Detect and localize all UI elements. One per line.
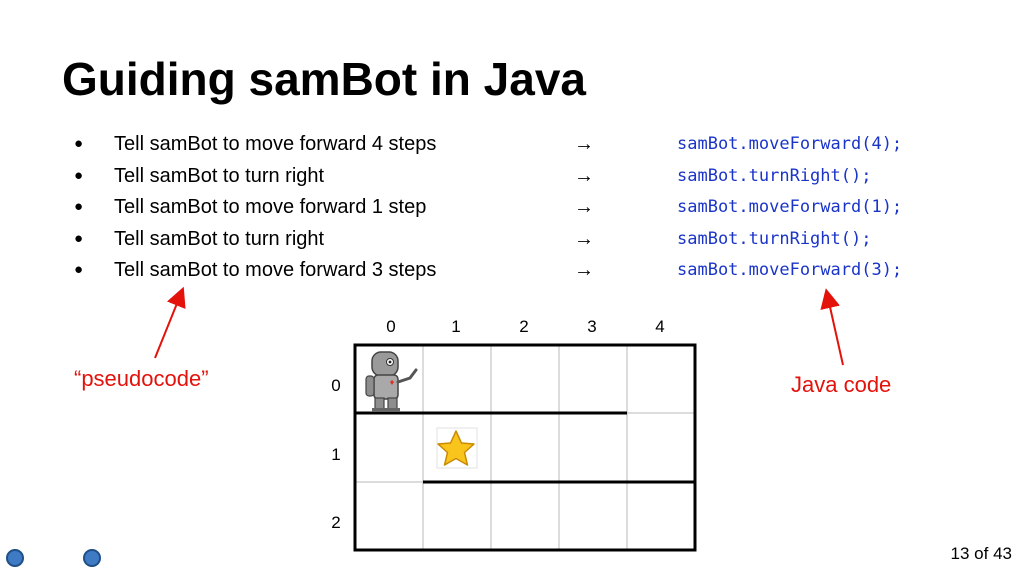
pseudocode-arrow-icon [154, 286, 186, 359]
pseudocode-text: Tell samBot to turn right [114, 164, 325, 187]
pseudocode-text: Tell samBot to turn right [114, 227, 325, 250]
robot-icon [365, 351, 418, 412]
bullet-icon: ● [74, 261, 84, 278]
right-arrow-icon: → [574, 259, 594, 281]
column-label: 4 [655, 317, 665, 336]
java-code-arrow-icon [820, 288, 844, 366]
star-icon [436, 427, 478, 469]
right-arrow-icon: → [574, 196, 594, 218]
bullet-icon: ● [74, 135, 84, 152]
pseudocode-text: Tell samBot to move forward 3 steps [114, 259, 437, 281]
pseudocode-label: “pseudocode” [74, 366, 209, 391]
row-label: 2 [331, 513, 341, 532]
right-arrow-icon: → [574, 227, 594, 250]
column-label: 0 [386, 317, 396, 336]
next-slide-button[interactable] [83, 549, 101, 567]
previous-slide-button[interactable] [6, 549, 24, 567]
pseudocode-text: Tell samBot to move forward 1 step [114, 196, 427, 218]
slide-title: Guiding samBot in Java [62, 53, 586, 105]
column-label: 1 [451, 317, 461, 336]
column-label: 2 [519, 317, 529, 336]
row-label: 0 [331, 376, 341, 395]
java-code: samBot.turnRight(); [677, 165, 872, 186]
java-code: samBot.turnRight(); [677, 228, 872, 249]
java-code: samBot.moveForward(4); [677, 134, 903, 154]
java-code-label: Java code [791, 372, 892, 397]
java-code: samBot.moveForward(3); [677, 260, 903, 280]
pseudocode-text: Tell samBot to move forward 4 steps [114, 133, 437, 155]
bullet-icon: ● [74, 229, 84, 247]
page-counter: 13 of 43 [950, 544, 1012, 563]
row-label: 1 [331, 445, 341, 464]
bullet-icon: ● [74, 166, 84, 184]
java-code: samBot.moveForward(1); [677, 197, 903, 217]
bullet-icon: ● [74, 198, 84, 215]
column-label: 3 [587, 317, 597, 336]
right-arrow-icon: → [574, 133, 594, 155]
right-arrow-icon: → [574, 164, 594, 187]
